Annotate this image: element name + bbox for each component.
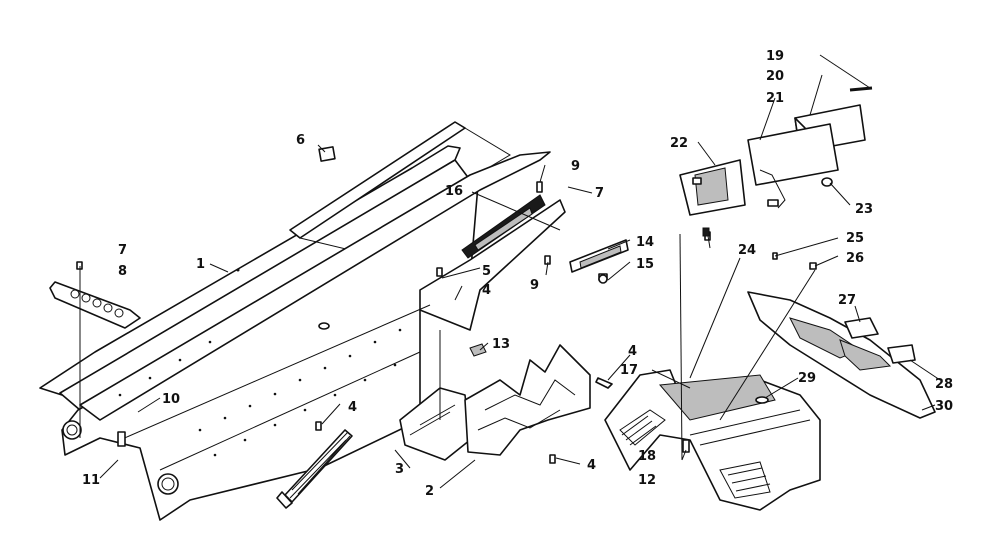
traction-strip bbox=[276, 429, 353, 509]
callout-2: 2 bbox=[425, 484, 434, 499]
callout-7-b: 7 bbox=[595, 186, 604, 201]
callout-4-a: 4 bbox=[348, 400, 357, 415]
callout-23: 23 bbox=[855, 202, 873, 217]
callout-9-b: 9 bbox=[530, 278, 539, 293]
callout-14: 14 bbox=[636, 235, 654, 250]
callout-4-d: 4 bbox=[628, 344, 637, 359]
callout-20: 20 bbox=[766, 69, 784, 84]
callout-26: 26 bbox=[846, 251, 864, 266]
callout-5: 5 bbox=[482, 264, 491, 279]
callout-8: 8 bbox=[118, 264, 127, 279]
callout-19: 19 bbox=[766, 49, 784, 64]
callout-numbers: 1 2 3 4 4 4 4 5 6 7 7 8 9 9 10 11 12 13 … bbox=[82, 49, 953, 499]
callout-1: 1 bbox=[196, 257, 205, 272]
callout-4-c: 4 bbox=[482, 283, 491, 298]
callout-16: 16 bbox=[445, 184, 463, 199]
taillight-assembly bbox=[679, 86, 873, 237]
callout-7-a: 7 bbox=[118, 243, 127, 258]
callout-3: 3 bbox=[395, 462, 404, 477]
callout-11: 11 bbox=[82, 473, 100, 488]
callout-15: 15 bbox=[636, 257, 654, 272]
callout-30: 30 bbox=[935, 399, 953, 414]
callout-6: 6 bbox=[296, 133, 305, 148]
rear-bumper-assembly bbox=[604, 291, 936, 511]
callout-21: 21 bbox=[766, 91, 784, 106]
part-15-screw bbox=[598, 274, 608, 284]
leader-lines bbox=[79, 54, 941, 489]
callout-13: 13 bbox=[492, 337, 510, 352]
callout-10: 10 bbox=[162, 392, 180, 407]
tunnel-assembly bbox=[39, 121, 566, 521]
callout-4-b: 4 bbox=[587, 458, 596, 473]
callout-12: 12 bbox=[638, 473, 656, 488]
callout-18: 18 bbox=[638, 449, 656, 464]
part-13-block bbox=[469, 343, 487, 357]
callout-27: 27 bbox=[838, 293, 856, 308]
callout-29: 29 bbox=[798, 371, 816, 386]
callout-22: 22 bbox=[670, 136, 688, 151]
callout-17: 17 bbox=[620, 363, 638, 378]
callout-25: 25 bbox=[846, 231, 864, 246]
part-8-bracket bbox=[49, 281, 141, 329]
callout-24: 24 bbox=[738, 243, 756, 258]
callout-9-a: 9 bbox=[571, 159, 580, 174]
part-2-snowflap bbox=[464, 344, 591, 456]
callout-28: 28 bbox=[935, 377, 953, 392]
